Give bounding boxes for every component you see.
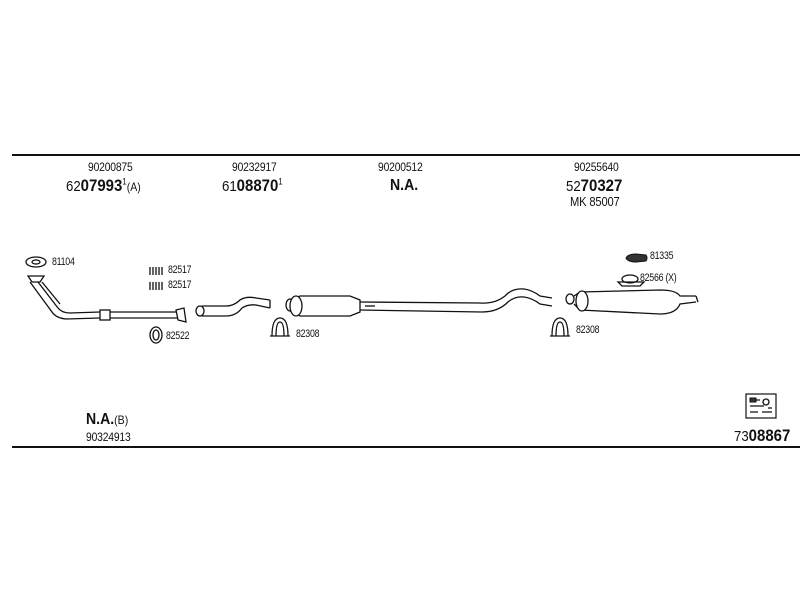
clamp-icon — [550, 317, 570, 337]
ring-part-label: 82522 — [166, 330, 190, 342]
part-number-2: 61088701 — [222, 176, 283, 195]
part-number-3: N.A. — [390, 177, 419, 194]
bottom-rule — [12, 446, 800, 448]
gasket-part-label: 81104 — [52, 256, 75, 268]
bottom-part-number: N.A.(B) — [86, 411, 129, 428]
rubber-mount-icon — [625, 253, 648, 263]
rear-silencer-drawing — [565, 289, 699, 315]
top-rule — [12, 154, 800, 156]
part-number-1: 62079931(A) — [66, 176, 141, 195]
bolt-icon — [149, 267, 163, 290]
bolt-part-label-top: 82517 — [168, 264, 192, 276]
clamp-icon — [270, 317, 290, 337]
kit-part-number: 7308867 — [734, 426, 791, 445]
intermediate-pipe-drawing — [195, 296, 271, 317]
oe-number-3: 90200512 — [378, 160, 423, 174]
rubber-mount-part-label: 81335 — [650, 250, 674, 262]
bolt-part-label-bottom: 82517 — [168, 279, 192, 291]
oe-number-1: 90200875 — [88, 160, 133, 174]
oe-number-4: 90255640 — [574, 160, 619, 174]
middle-silencer-drawing — [285, 288, 553, 317]
clamp-part-label-rear: 82308 — [576, 324, 600, 336]
mounting-kit-number: MK 85007 — [570, 194, 620, 209]
hanger-part-label: 82566 (X) — [640, 272, 677, 284]
front-pipe-drawing — [26, 275, 187, 323]
bottom-oe-number: 90324913 — [86, 430, 131, 444]
hanger-icon — [616, 274, 646, 287]
gasket-icon — [25, 256, 47, 268]
ring-icon — [149, 326, 163, 344]
kit-info-icon — [745, 393, 777, 419]
oe-number-2: 90232917 — [232, 160, 277, 174]
part-number-4: 5270327 — [566, 176, 623, 195]
clamp-part-label-mid: 82308 — [296, 328, 320, 340]
